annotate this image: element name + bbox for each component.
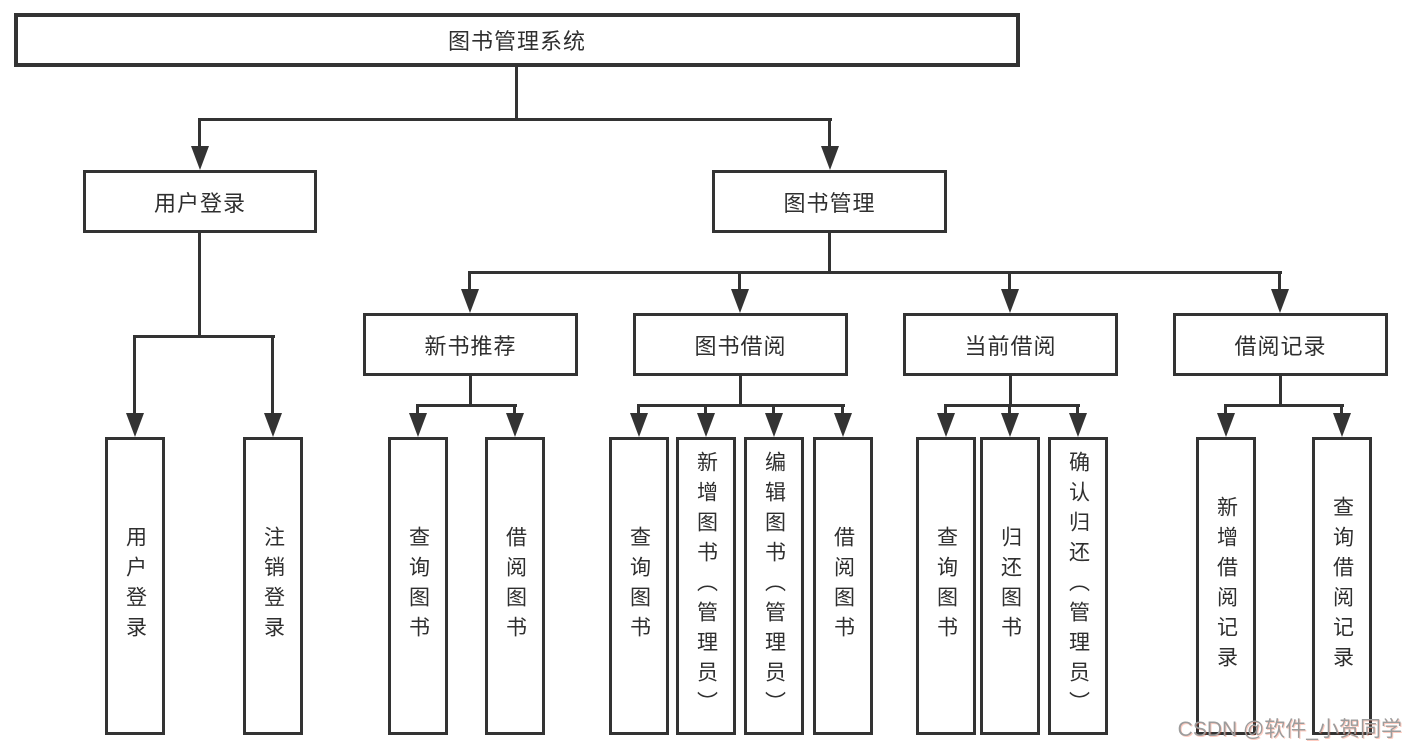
connector-nb-stem [469,376,472,406]
leaf-cb-confirm-return-admin: 确认归还（管理员） [1048,437,1108,735]
node-label: 查询图书 [627,526,651,646]
arrowhead-cb-confirm [1069,413,1087,437]
leaf-nb-query-books: 查询图书 [388,437,448,735]
connector-bb-2 [704,404,707,416]
node-label: 查询图书 [934,526,958,646]
node-new-book-recommend: 新书推荐 [363,313,578,376]
leaf-cb-return-books: 归还图书 [980,437,1040,735]
connector-br-left [1224,404,1227,416]
connector-bb-1 [637,404,640,416]
connector-cb-1 [944,404,947,416]
connector-bb-split [637,404,845,407]
connector-root-stem [515,67,518,120]
connector-nb-right [513,404,516,416]
connector-nb-split [416,404,517,407]
connector-to-leaf-logout [271,335,274,417]
arrowhead-br-add [1217,413,1235,437]
leaf-bb-add-books-admin: 新增图书（管理员） [676,437,736,735]
leaf-bb-borrow-books: 借阅图书 [813,437,873,735]
connector-to-book-management [828,118,831,150]
csdn-watermark: CSDN @软件_小贺同学 [1177,718,1402,741]
arrowhead-cb-query [937,413,955,437]
arrowhead-book-management [821,146,839,170]
leaf-cb-query-books: 查询图书 [916,437,976,735]
node-label: 用户登录 [123,526,147,646]
connector-to-new-book-recommend [468,271,471,293]
leaf-bb-edit-books-admin: 编辑图书（管理员） [744,437,804,735]
node-label: 编辑图书（管理员） [762,451,786,721]
leaf-logout: 注销登录 [243,437,303,735]
connector-bb-stem [739,376,742,406]
node-label: 确认归还（管理员） [1066,451,1090,721]
connector-book-management-stem [828,233,831,273]
node-label: 图书管理 [783,190,876,216]
arrowhead-leaf-logout [264,413,282,437]
arrowhead-book-borrow [731,289,749,313]
leaf-user-login: 用户登录 [105,437,165,735]
arrowhead-nb-borrow [506,413,524,437]
connector-bb-3 [772,404,775,416]
connector-br-split [1224,404,1344,407]
connector-user-login-stem [198,233,201,337]
connector-br-stem [1279,376,1282,406]
connector-br-right [1340,404,1343,416]
connector-user-login-split [133,335,275,338]
node-label: 借阅记录 [1234,333,1327,359]
node-book-management: 图书管理 [712,170,947,233]
node-label: 查询图书 [406,526,430,646]
arrowhead-bb-query [630,413,648,437]
node-label: 新增图书（管理员） [694,451,718,721]
leaf-br-add-record: 新增借阅记录 [1196,437,1256,735]
node-user-login: 用户登录 [83,170,317,233]
arrowhead-leaf-user-login [126,413,144,437]
arrowhead-cb-return [1001,413,1019,437]
arrowhead-bb-borrow [834,413,852,437]
connector-root-split [198,118,832,121]
node-label: 新增借阅记录 [1214,496,1238,676]
connector-to-user-login [198,118,201,150]
node-label: 借阅图书 [831,526,855,646]
arrowhead-br-query [1333,413,1351,437]
connector-cb-2 [1008,404,1011,416]
arrowhead-new-book-recommend [461,289,479,313]
node-label: 图书管理系统 [447,29,586,54]
arrowhead-bb-add [697,413,715,437]
node-label: 当前借阅 [964,333,1057,359]
connector-to-leaf-user-login [133,335,136,417]
node-label: 图书借阅 [694,333,787,359]
connector-to-book-borrow [738,271,741,293]
node-label: 用户登录 [153,190,246,216]
node-label: 注销登录 [261,526,285,646]
connector-book-management-split [469,271,1282,274]
node-book-borrow: 图书借阅 [633,313,848,376]
connector-to-borrow-records [1278,271,1281,293]
connector-to-current-borrow [1008,271,1011,293]
connector-bb-4 [841,404,844,416]
node-borrow-records: 借阅记录 [1173,313,1388,376]
node-label: 新书推荐 [424,333,517,359]
leaf-bb-query-books: 查询图书 [609,437,669,735]
arrowhead-bb-edit [765,413,783,437]
node-label: 归还图书 [998,526,1022,646]
node-current-borrow: 当前借阅 [903,313,1118,376]
connector-cb-split [944,404,1080,407]
arrowhead-borrow-records [1271,289,1289,313]
node-library-system: 图书管理系统 [14,13,1020,67]
arrowhead-user-login [191,146,209,170]
connector-nb-left [416,404,419,416]
leaf-br-query-record: 查询借阅记录 [1312,437,1372,735]
node-label: 借阅图书 [503,526,527,646]
node-label: 查询借阅记录 [1330,496,1354,676]
leaf-nb-borrow-books: 借阅图书 [485,437,545,735]
arrowhead-current-borrow [1001,289,1019,313]
arrowhead-nb-query [409,413,427,437]
connector-cb-3 [1076,404,1079,416]
connector-cb-stem [1009,376,1012,406]
